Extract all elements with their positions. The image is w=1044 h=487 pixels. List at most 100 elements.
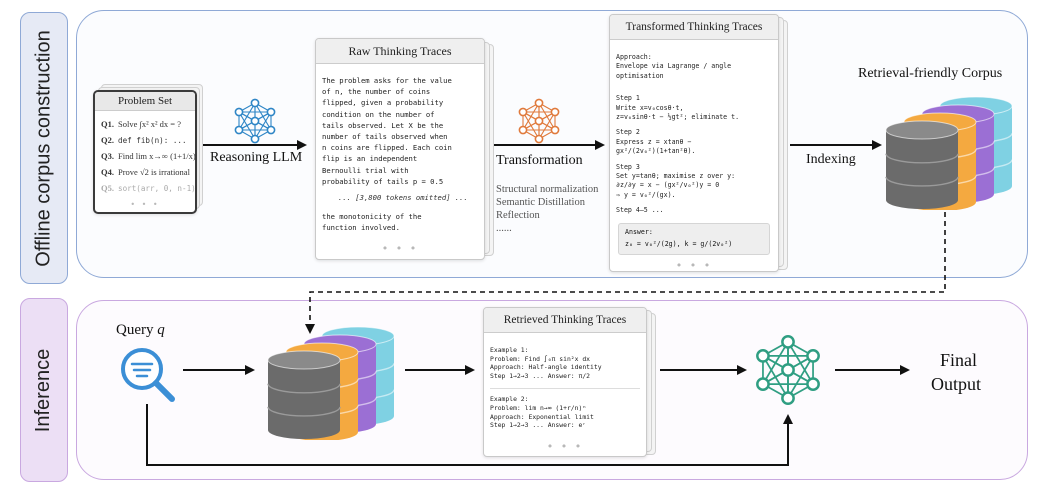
raw-trace-line: flip is an independent [322,154,418,164]
example-line: Problem: Find ∫₀π sin²x dx [490,354,591,363]
step-label: Step 3 [616,162,640,171]
example-line: Step 1→2→3 ... Answer: eʳ [490,421,587,430]
step-line: Write x=v₀cosθ·t, [616,103,684,112]
raw-trace-line: Bernoulli trial with [322,165,409,175]
raw-trace-line: flipped, given a probability [322,98,444,108]
problem-set-title: Problem Set [95,92,195,111]
raw-trace-line: tails observed. Let X be the [322,120,444,130]
step-line: Set y=tanθ; maximise z over y: [616,172,736,181]
raw-trace-line: function involved. [322,223,400,233]
transformation-method: Semantic Distillation [496,197,585,208]
db-cylinder-grey [267,350,341,439]
answer-value: z₀ = v₀²/(2g), k = g/(2v₀²) [625,240,733,248]
raw-trace-line: n coins are flipped. Each coin [322,143,452,153]
problem-item-number: Q3. [101,151,114,161]
raw-traces-omitted: ... [3,800 tokens omitted] ... [338,193,468,202]
problem-item-text: def fib(n): ... [118,136,187,145]
offline-section-label: Offline corpus construction [20,12,68,284]
query-label-text: Query [116,322,154,338]
final-output-label-line1: Final [940,350,978,370]
problem-item: Q5. sort(arr, 0, n-1) [101,183,196,193]
answer-label: Answer: [625,228,653,236]
raw-trace-line: number of tails observed when [322,132,448,142]
answer-box: Answer: z₀ = v₀²/(2g), k = g/(2v₀²) [618,223,770,255]
problem-set-card: Problem Set Q1. Solve ∫x² x² dx = ? Q2. def… [93,90,197,214]
raw-traces-body: The problem asks for the value of n, the … [322,75,452,187]
raw-trace-line: probability of tails p = 0.5 [322,176,444,186]
example-line: Approach: Half-angle identity [490,363,602,372]
retrieval-database-stack [267,326,395,440]
final-output-label-line2: Output [931,374,982,394]
query-variable: q [157,322,165,338]
raw-trace-line: The problem asks for the value [322,76,452,85]
reasoning-llm-label: Reasoning LLM [210,150,303,165]
step-line: ∂z/∂y = x − (gx²/v₀²)y = 0 [616,181,720,190]
example-line: Approach: Exponential limit [490,412,594,421]
problem-item: Q1. Solve ∫x² x² dx = ? [101,119,181,129]
raw-traces-title: Raw Thinking Traces [316,39,484,64]
problem-item-number: Q4. [101,167,114,177]
inference-section-label: Inference [20,298,68,482]
problem-item-text: Solve ∫x² x² dx = ? [118,119,181,129]
step-label: Step 1 [616,94,640,103]
retrieved-traces-title: Retrieved Thinking Traces [484,308,646,333]
db-cylinder-grey [885,120,959,209]
transformed-traces-card: Transformed Thinking Traces Approach: En… [609,14,779,272]
example-line: Problem: lim n→∞ (1+r/n)ⁿ [490,403,587,412]
example-line: Step 1→2→3 ... Answer: π/2 [490,371,591,380]
approach-line-1: Envelope via Lagrange / angle [616,62,732,71]
problem-item: Q4. Prove √2 is irrational [101,167,190,177]
problem-item-text: Prove √2 is irrational [118,167,190,177]
raw-traces-card: Raw Thinking Traces The problem asks for… [315,38,485,260]
transformed-traces-more: • • • [675,259,713,272]
step-line: ⇒ y = v₀²/(gx). [616,190,676,199]
transformation-network-icon [518,98,560,144]
reasoning-llm-network-icon [234,98,276,144]
example-label: Example 1: [490,346,529,354]
raw-trace-line: the monotonicity of the [322,212,422,221]
raw-traces-more: • • • [381,242,419,255]
problem-item-number: Q1. [101,119,114,129]
query-label: Query q [116,322,165,339]
approach-line-2: optimisation [616,71,664,80]
transformed-traces-body: Approach: Envelope via Lagrange / angle … [616,53,739,216]
arrow-corpus-to-inference-db [305,212,946,334]
problem-item: Q2. def fib(n): ... [101,135,187,145]
transformed-traces-title: Transformed Thinking Traces [610,15,778,40]
problem-set-more: • • • [130,200,160,209]
raw-trace-line: of n, the number of coins [322,87,431,97]
transformed-step: Step 4–5 ... [616,206,739,215]
inference-model-network-icon [756,334,820,406]
problem-item-number: Q2. [101,135,114,145]
example-label: Example 2: [490,395,529,404]
transformation-method: Structural normalization [496,184,599,195]
problem-item-number: Q5. [101,183,114,193]
approach-label: Approach: [616,53,652,61]
retrieved-traces-more: • • • [546,440,584,453]
transformation-label: Transformation [496,153,583,168]
raw-trace-line: condition on the number of [322,109,435,119]
step-line: z=v₀sinθ·t − ½gt²; eliminate t. [616,113,740,122]
step-label: Step 4–5 ... [616,206,664,215]
step-line: Express z = xtanθ − [616,137,692,146]
retrieved-traces-card: Retrieved Thinking Traces Example 1:Prob… [483,307,647,457]
raw-traces-end: the monotonicity of the function involved… [322,211,422,233]
arrow-query-to-model [146,404,793,466]
indexing-label: Indexing [806,152,856,167]
corpus-label: Retrieval-friendly Corpus [858,66,1003,81]
step-label: Step 2 [616,128,640,137]
problem-item-text: sort(arr, 0, n-1) [118,184,196,193]
problem-item: Q3.Find lim x→∞ (1+1/x)ˣ [101,151,195,161]
transformation-method: Reflection [496,210,540,221]
corpus-database-stack [885,96,1013,210]
transformation-method: ...... [496,223,512,234]
step-line: gx²/(2v₀²)(1+tan²θ). [616,147,696,156]
